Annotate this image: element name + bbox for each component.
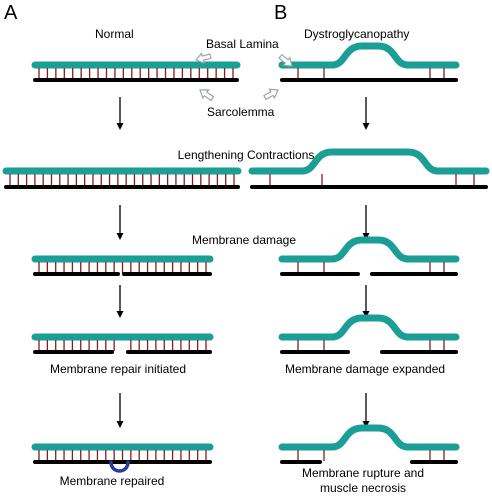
membrane-rupture-label-line2: muscle necrosis <box>319 481 407 495</box>
sarcolemma-pointer-left-icon <box>199 89 215 102</box>
panel-a-title: Normal <box>95 27 134 41</box>
panel-a-repair-patch <box>109 460 130 473</box>
basal-lamina-pointer-right-icon <box>278 53 293 67</box>
panel-b-row1-basal-lamina <box>278 42 460 69</box>
membrane-rupture-label-line1: Membrane rupture and <box>301 466 425 480</box>
membrane-repaired-label: Membrane repaired <box>59 474 165 488</box>
panel-a-arrow-1-head <box>116 123 124 130</box>
panel-a-arrow-4-head <box>116 421 124 428</box>
panel-a-letter: A <box>4 2 18 24</box>
panel-a-arrow-2-head <box>116 233 124 240</box>
panel-b-row2-basal-lamina <box>248 148 490 175</box>
sarcolemma-label: Sarcolemma <box>207 105 275 119</box>
panel-b-arrow-1-head <box>362 123 370 130</box>
panel-b-row3-basal-lamina <box>278 236 460 263</box>
membrane-damage-label: Membrane damage <box>191 233 297 247</box>
lengthening-contractions-label: Lengthening Contractions <box>177 148 315 162</box>
membrane-repair-initiated-label: Membrane repair initiated <box>49 362 187 376</box>
sarcolemma-pointer-right-icon <box>263 88 279 101</box>
panel-a-arrow-3-head <box>116 311 124 318</box>
membrane-damage-expanded-label: Membrane damage expanded <box>284 362 446 376</box>
panel-b-row4-basal-lamina <box>278 314 460 341</box>
panel-b-title: Dystroglycanopathy <box>304 27 410 41</box>
basal-lamina-label: Basal Lamina <box>206 37 279 51</box>
basal-lamina-pointer-left-icon <box>195 52 212 64</box>
panel-b-letter: B <box>274 2 288 24</box>
panel-b-row5-basal-lamina <box>278 424 460 451</box>
